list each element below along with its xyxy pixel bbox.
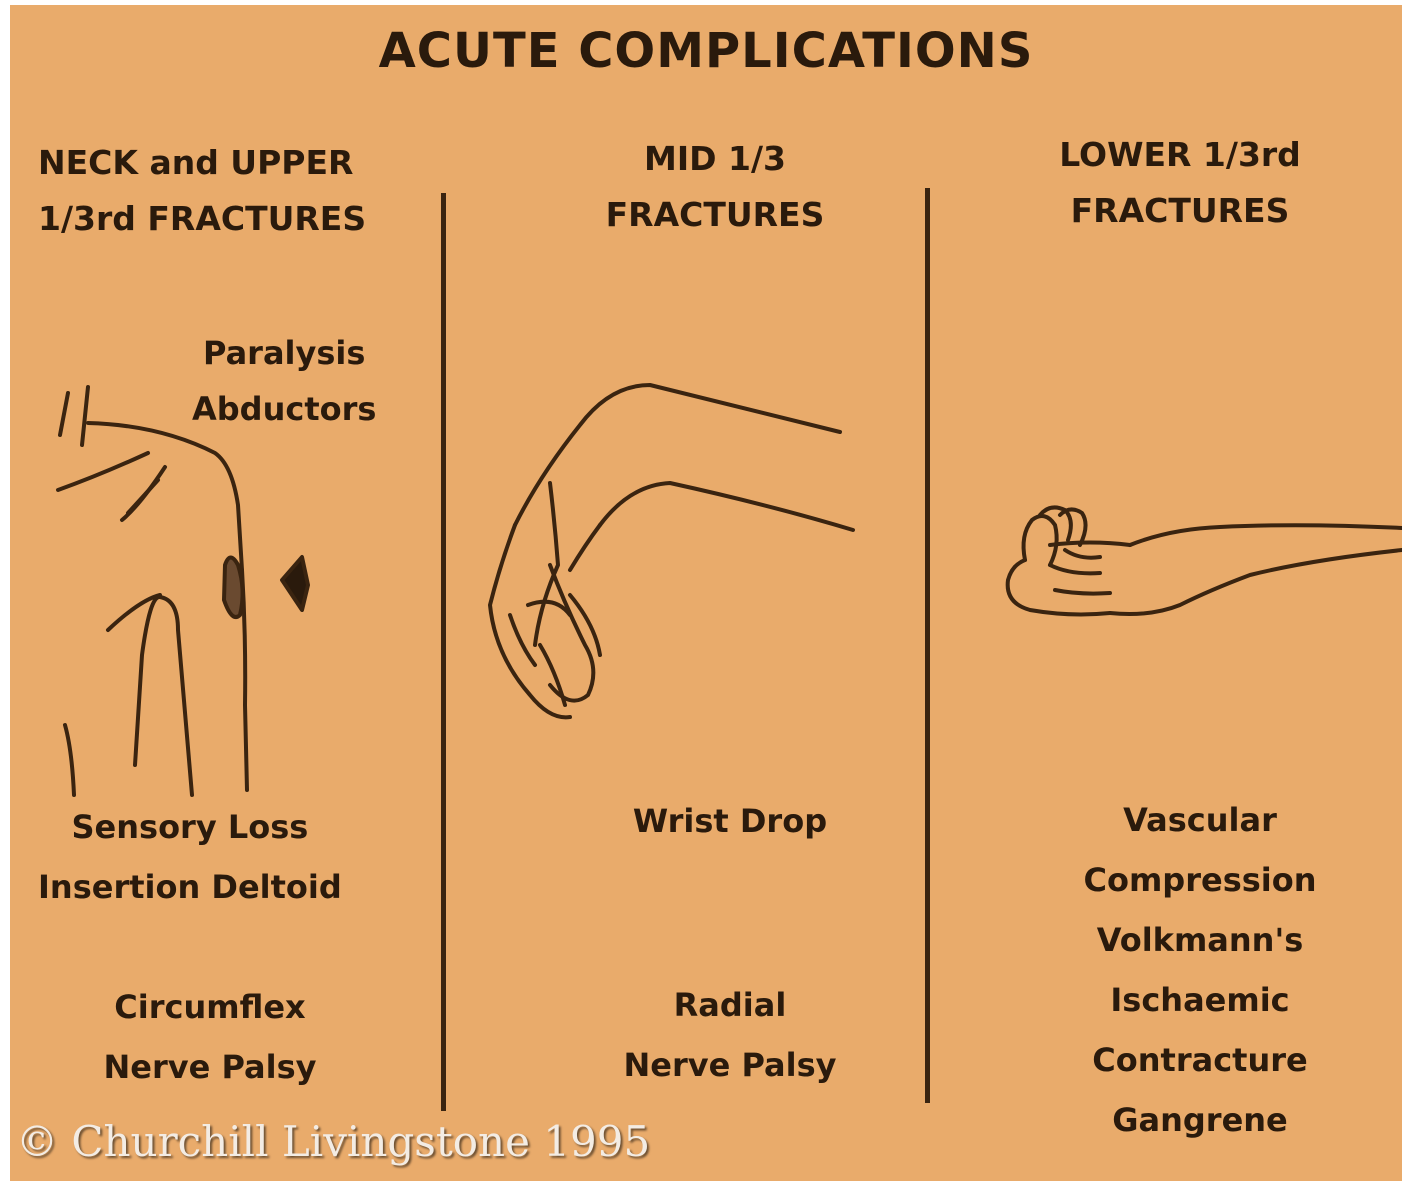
slide: ACUTE COMPLICATIONS NECK and UPPER 1/3rd… <box>10 5 1402 1181</box>
column2-bottom-line2: Nerve Palsy <box>480 1035 980 1095</box>
column1-bottom-line2: Nerve Palsy <box>10 1037 410 1097</box>
clawed-hand-illustration <box>10 5 1402 705</box>
column1-bottom-label: Circumflex Nerve Palsy <box>10 977 410 1097</box>
column2-bottom-label: Radial Nerve Palsy <box>480 975 980 1095</box>
column3-bottom-line4: Ischaemic <box>990 970 1402 1030</box>
copyright-watermark: © Churchill Livingstone 1995 <box>16 1117 650 1166</box>
column1-mid-line2: Insertion Deltoid <box>38 857 342 917</box>
column3-bottom-line2: Compression <box>990 850 1402 910</box>
column3-bottom-line5: Contracture <box>990 1030 1402 1090</box>
column3-bottom-line3: Volkmann's <box>990 910 1402 970</box>
column2-bottom-line1: Radial <box>480 975 980 1035</box>
column3-bottom-line1: Vascular <box>990 790 1402 850</box>
column1-bottom-line1: Circumflex <box>10 977 410 1037</box>
column3-bottom-line6: Gangrene <box>990 1090 1402 1150</box>
column3-bottom-label: Vascular Compression Volkmann's Ischaemi… <box>990 790 1402 1150</box>
